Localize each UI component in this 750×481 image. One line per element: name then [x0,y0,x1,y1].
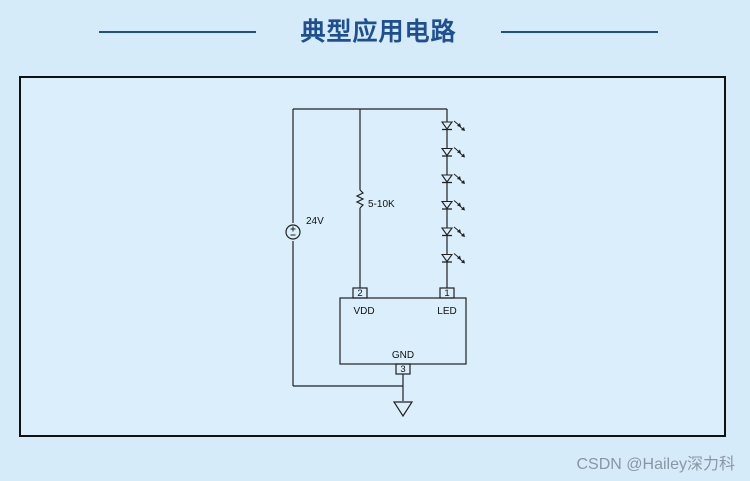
watermark: CSDN @Hailey深力科 [576,456,736,473]
pin-label-vdd: VDD [353,306,374,317]
pin-number-vdd: 2 [357,288,362,299]
led-icon [440,226,465,237]
led-icon [440,253,465,264]
pin-number-gnd: 3 [400,364,405,375]
led-icon [440,173,465,184]
title-rule-left [99,31,256,33]
resistor-label: 5-10K [368,199,395,210]
circuit-diagram: 24V 5-10K 2 1 3 VDD LED GND [285,108,467,418]
led-icon [440,120,465,131]
resistor-symbol [355,189,365,209]
pin-label-led: LED [437,306,456,317]
pin-number-led: 1 [444,288,449,299]
led-icon [440,200,465,211]
supply-label: 24V [306,216,324,227]
ground-symbol [392,401,414,418]
led-icon [440,147,465,158]
voltage-source-icon [285,224,301,240]
circuit-diagram-frame: 24V 5-10K 2 1 3 VDD LED GND [19,76,726,437]
title-rule-right [501,31,658,33]
pin-label-gnd: GND [392,350,414,361]
led-string [440,120,465,264]
pin-box-vdd [352,287,368,299]
pin-box-led [439,287,455,299]
page-title: 典型应用电路 [300,17,457,46]
